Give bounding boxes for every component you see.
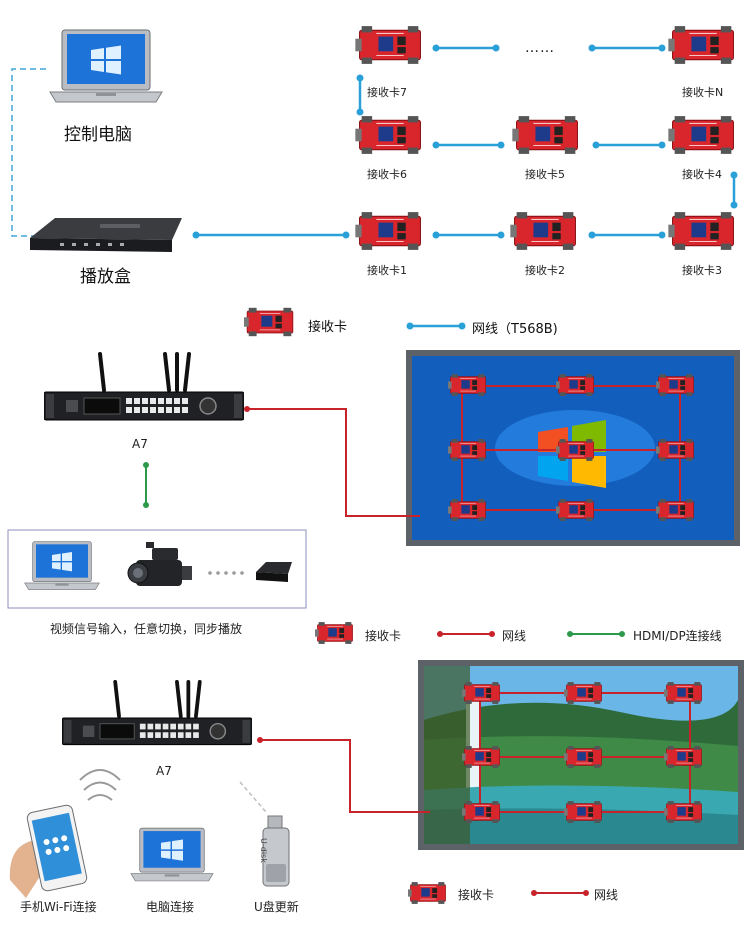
card-label-3: 接收卡3 [682,264,722,277]
camcorder-icon [127,542,192,586]
legend2-cable-label: 网线 [502,629,527,643]
wifi-icon [79,769,121,801]
receiver-card-icon-n [668,25,734,65]
legend-receiver-card-icon [244,307,294,337]
receiver-card-icon-4 [668,115,734,155]
legend2-hdmi-label: HDMI/DP连接线 [633,629,722,643]
control-pc-laptop-icon [49,29,163,103]
player-box-label: 播放盒 [80,267,131,287]
card-label-2: 接收卡2 [525,264,565,277]
card-label-n: 接收卡N [682,86,724,99]
legend1-card-label: 接收卡 [308,320,348,335]
card-label-1: 接收卡1 [367,264,407,277]
card-label-4: 接收卡4 [682,168,722,181]
card-label-6: 接收卡6 [367,168,407,181]
network-cable-lines-blue [196,46,736,237]
pc-connect-label: 电脑连接 [146,900,195,914]
ellipsis-dots [208,571,244,575]
receiver-card-icon-5 [512,115,578,155]
cards-ellipsis: …… [525,40,555,56]
a7-label-2: A7 [156,764,172,778]
udisk-text: U-disk [259,838,268,863]
receiver-card-icon-3 [668,211,734,251]
smartphone-icon [9,804,88,898]
pc-laptop-icon [130,827,214,882]
control-pc-label: 控制电脑 [64,125,132,145]
receiver-card-icon-6 [355,115,421,155]
signal-caption: 视频信号输入，任意切换，同步播放 [50,622,243,636]
legend2-card-label: 接收卡 [365,629,402,643]
a7-label-1: A7 [132,437,148,451]
card-label-5: 接收卡5 [525,168,565,181]
receiver-card-icon-1 [355,211,421,251]
receiver-card-icon-2 [510,211,576,251]
legend1-cable-label: 网线（T568B) [472,322,558,337]
pc-to-player-dashed-link [11,68,46,237]
legend3-cable-label: 网线 [594,888,619,902]
legend3-receiver-card-icon [408,881,446,905]
card-label-7: 接收卡7 [367,86,407,99]
phone-wifi-label: 手机Wi-Fi连接 [20,900,97,914]
a7-controller-icon [44,352,244,422]
a7-controller-icon-2 [62,680,252,747]
media-box-icon [256,562,292,582]
usb-disk-icon [262,815,290,887]
legend2-receiver-card-icon [315,621,353,645]
player-box-icon [30,218,182,252]
receiver-card-icon-7 [355,25,421,65]
legend3-card-label: 接收卡 [458,888,495,902]
udisk-update-label: U盘更新 [254,900,299,914]
